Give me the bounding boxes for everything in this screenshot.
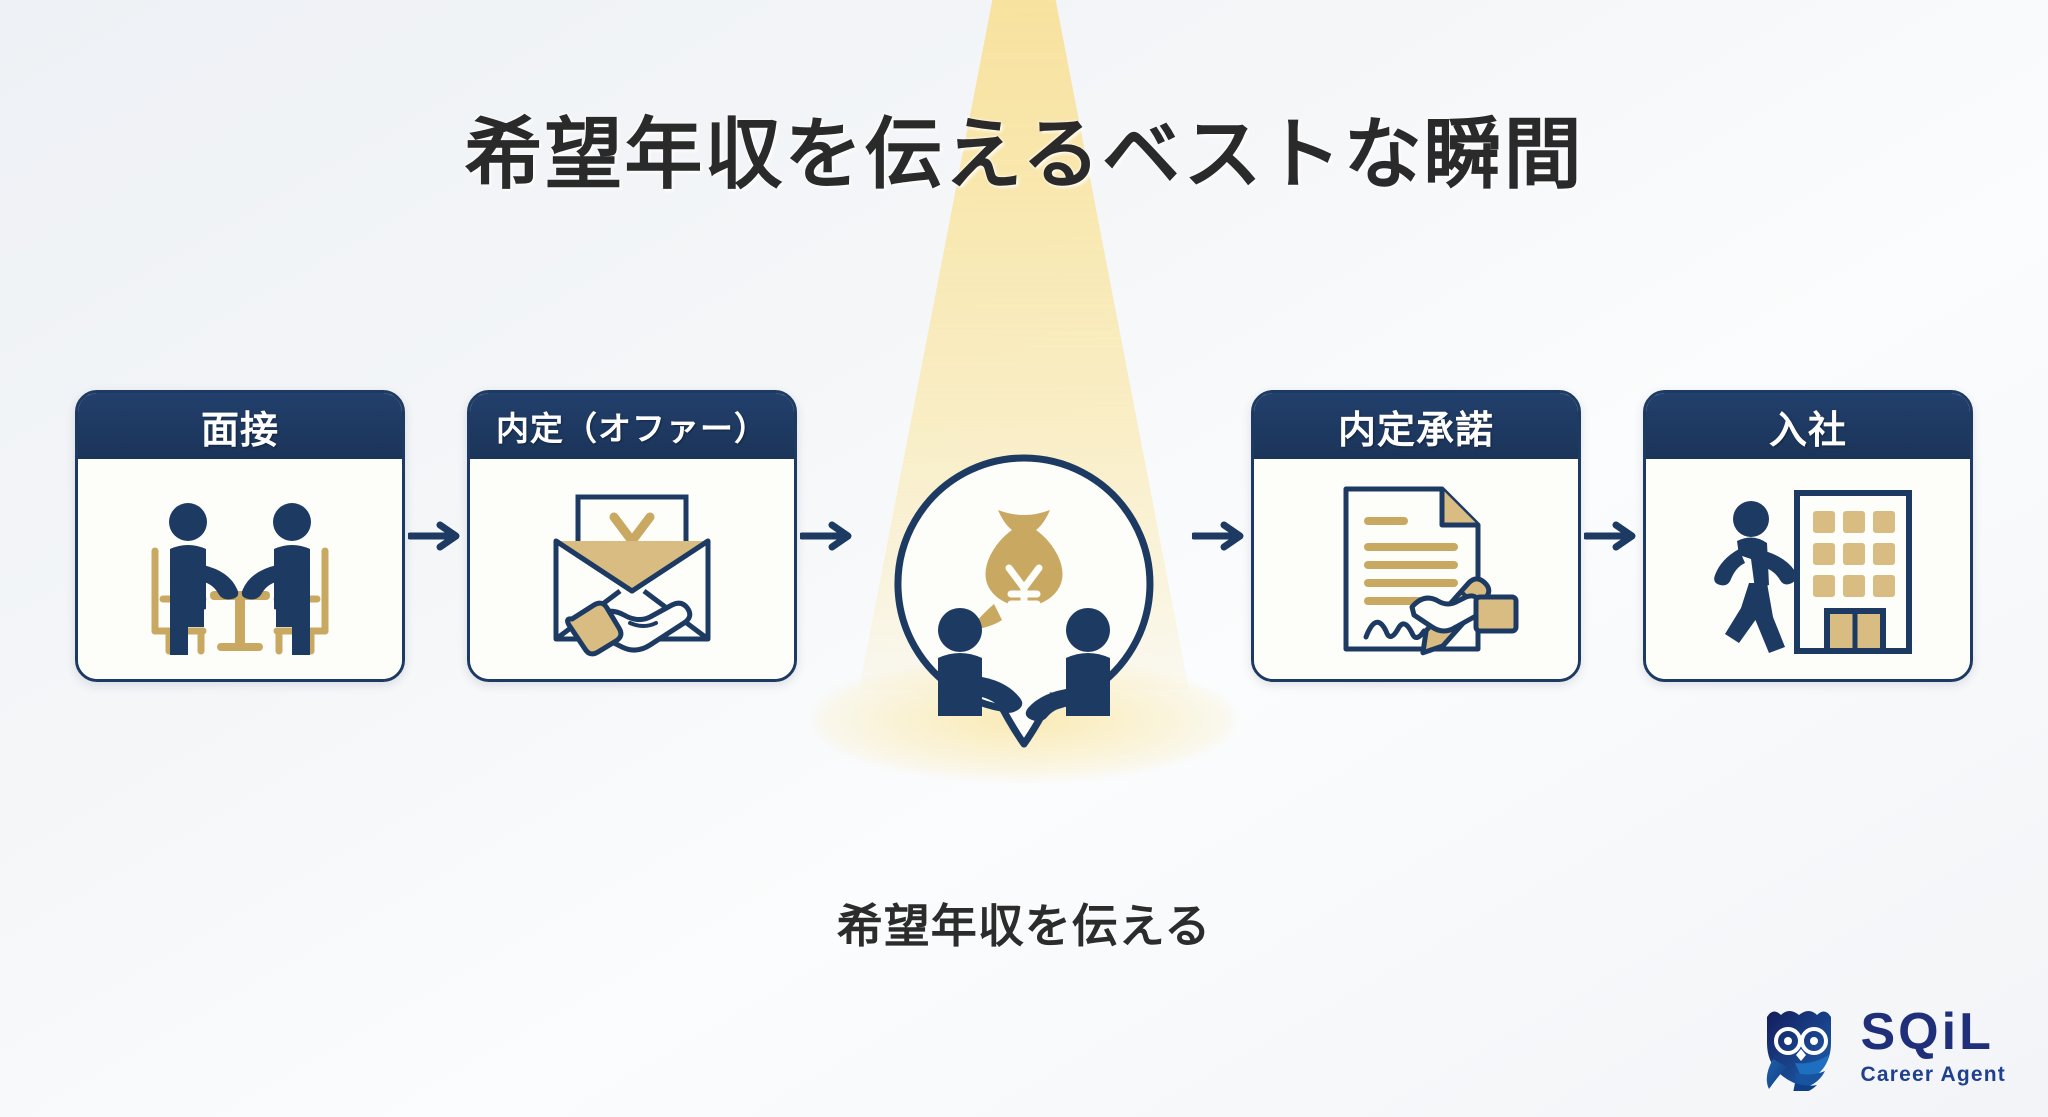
highlight-speech-bubble[interactable] [890,450,1158,750]
stage-icon-acceptance [1254,459,1578,679]
stage-card-offer[interactable]: 内定（オファー） [467,390,797,682]
arrow-right-icon [408,521,460,551]
owl-logo-icon [1766,1011,1831,1091]
arrow-right-icon [1584,521,1636,551]
flow-arrow-4 [1581,390,1643,682]
stage-icon-joining [1646,459,1970,679]
highlight-caption: 希望年収を伝える [836,900,1212,952]
brand-text: SQiL Career Agent [1861,1006,2007,1085]
flow-arrow-1 [405,390,467,682]
stage-card-acceptance[interactable]: 内定承諾 [1251,390,1581,682]
arrow-right-icon [1192,521,1244,551]
interview-table-icon [151,503,329,655]
person-entering-building-icon [1714,490,1912,654]
flow-arrow-2 [797,390,859,682]
stage-card-joining[interactable]: 入社 [1643,390,1973,682]
offer-envelope-yen-handshake-icon [553,494,711,657]
brand-logo: SQiL Career Agent [1755,999,2007,1091]
brand-name: SQiL [1860,1002,1994,1061]
brand-tagline: Career Agent [1860,1062,2006,1086]
page-title: 希望年収を伝えるベストな瞬間 [464,110,1584,198]
flow-arrow-3 [1189,390,1251,682]
stage-label-acceptance: 内定承諾 [1254,393,1578,459]
stage-icon-interview [78,459,402,679]
contract-signature-pen-icon [1343,486,1519,655]
process-flow: 面接 [0,390,2048,690]
arrow-right-icon [800,521,852,551]
stage-label-interview: 面接 [78,393,402,459]
stage-label-offer: 内定（オファー） [470,393,794,459]
stage-card-interview[interactable]: 面接 [75,390,405,682]
stage-label-joining: 入社 [1646,393,1970,459]
stage-icon-offer [470,459,794,679]
two-people-money-bag-yen-icon [894,454,1154,748]
